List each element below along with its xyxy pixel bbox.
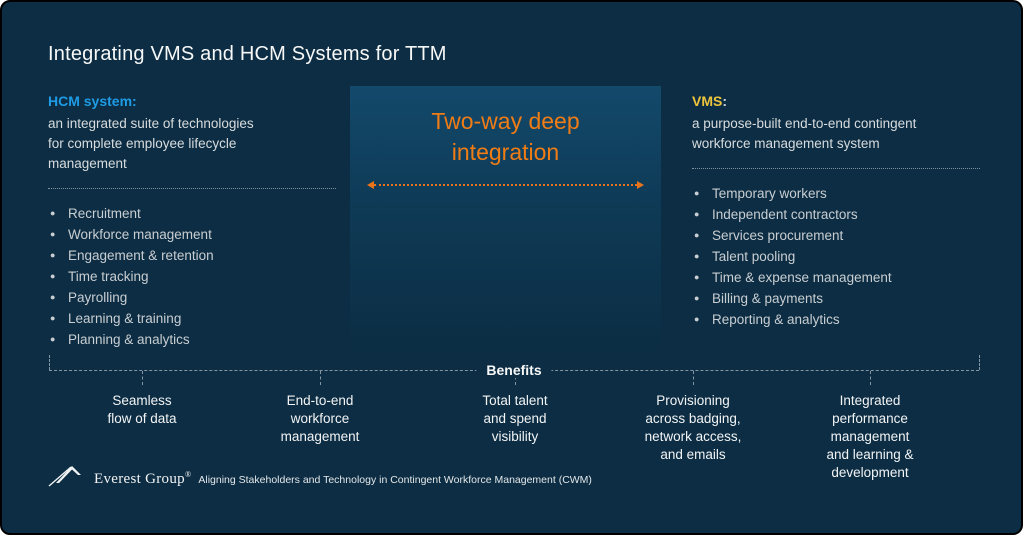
list-item: Recruitment <box>50 203 336 224</box>
vms-bullet-list: Temporary workers Independent contractor… <box>694 183 980 330</box>
footer: Everest Group® Aligning Stakeholders and… <box>48 462 592 488</box>
benefit-item: Seamless flow of data <box>107 393 177 426</box>
list-item: Planning & analytics <box>50 329 336 350</box>
list-item: Billing & payments <box>694 288 980 309</box>
everest-logo-icon <box>48 466 81 487</box>
list-item: Engagement & retention <box>50 245 336 266</box>
integration-label: Two-way deep integration <box>431 108 580 165</box>
benefit-item: End-to-end workforce management <box>280 393 360 444</box>
two-way-arrow-icon <box>367 181 644 189</box>
benefit-tick <box>693 371 694 385</box>
vms-label: VMS <box>692 93 723 109</box>
footer-tagline: Aligning Stakeholders and Technology in … <box>198 474 592 486</box>
bracket-end-tick <box>979 355 980 370</box>
registered-mark: ® <box>184 470 192 479</box>
list-item: Services procurement <box>694 225 980 246</box>
benefit-item: Integrated performance management and le… <box>826 393 914 480</box>
benefit-item: Provisioning across badging, network acc… <box>644 393 742 462</box>
list-item: Payrolling <box>50 287 336 308</box>
hcm-column: HCM system: an integrated suite of techn… <box>48 92 336 350</box>
brand-name: Everest Group® <box>94 470 192 487</box>
benefit-item: Total talent and spend visibility <box>482 393 548 444</box>
bracket-end-tick <box>49 355 50 370</box>
benefit-tick <box>320 371 321 385</box>
vms-colon: : <box>722 93 728 109</box>
benefit-tick <box>142 371 143 385</box>
list-item: Learning & training <box>50 308 336 329</box>
list-item: Reporting & analytics <box>694 309 980 330</box>
integration-box: Two-way deep integration <box>350 86 661 354</box>
hcm-description: an integrated suite of technologies for … <box>48 116 254 171</box>
vms-description: a purpose-built end-to-end contingent wo… <box>692 116 917 151</box>
list-item: Talent pooling <box>694 246 980 267</box>
vms-divider <box>692 168 980 169</box>
list-item: Independent contractors <box>694 204 980 225</box>
page-title: Integrating VMS and HCM Systems for TTM <box>48 43 447 65</box>
list-item: Workforce management <box>50 224 336 245</box>
benefit-tick <box>515 371 516 385</box>
everest-group-logo: Everest Group® <box>48 462 191 488</box>
vms-column: VMS: a purpose-built end-to-end continge… <box>692 92 980 330</box>
list-item: Time tracking <box>50 266 336 287</box>
hcm-divider <box>48 188 336 189</box>
list-item: Temporary workers <box>694 183 980 204</box>
hcm-label: HCM system: <box>48 93 137 109</box>
benefit-tick <box>870 371 871 385</box>
hcm-bullet-list: Recruitment Workforce management Engagem… <box>50 203 336 350</box>
list-item: Time & expense management <box>694 267 980 288</box>
benefits-heading: Benefits <box>476 362 552 378</box>
